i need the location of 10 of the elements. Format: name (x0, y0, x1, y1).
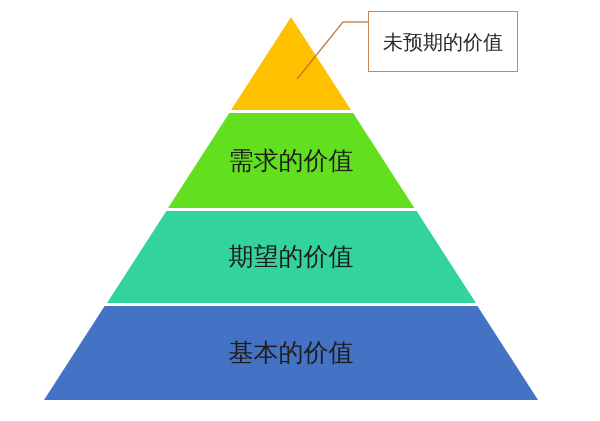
callout-box (368, 11, 518, 72)
pyramid-tier (168, 113, 414, 208)
pyramid-tier (106, 211, 476, 303)
leader-line (296, 21, 368, 80)
callout-text: 未预期的价值 (383, 30, 503, 54)
pyramid-tier (44, 306, 538, 400)
pyramid-top-tier (231, 17, 351, 110)
tier-label: 基本的价值 (228, 338, 354, 368)
tier-label: 需求的价值 (228, 146, 354, 176)
tier-label: 期望的价值 (228, 242, 354, 272)
